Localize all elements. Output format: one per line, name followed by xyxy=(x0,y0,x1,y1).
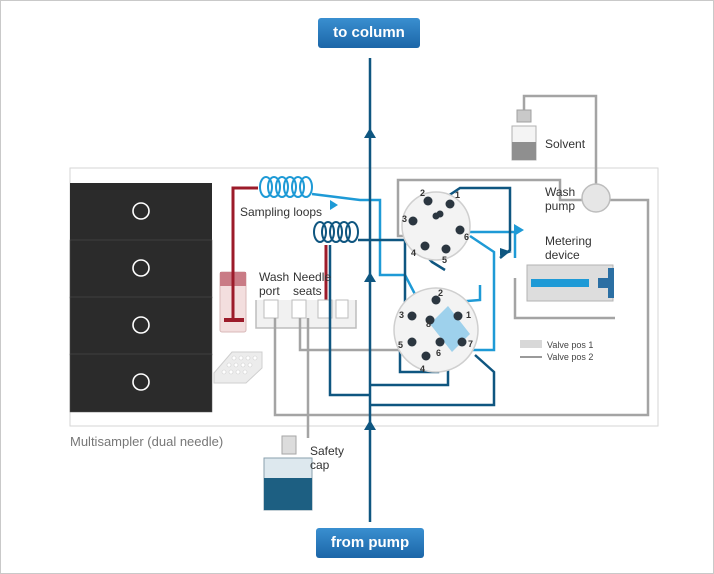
drawer-4-knob-icon xyxy=(132,373,150,391)
svg-text:6: 6 xyxy=(464,232,469,242)
wash-port-label-1: Wash xyxy=(259,270,289,284)
drawer-1-knob-icon xyxy=(132,202,150,220)
sampling-loop-2-icon xyxy=(313,221,359,243)
lower-valve[interactable]: 1 2 3 4 5 6 7 8 xyxy=(393,287,479,374)
safety-cap-label-1: Safety xyxy=(310,444,344,458)
metering-device-icon[interactable] xyxy=(526,264,614,302)
lower-port-8 xyxy=(425,315,435,325)
metering-device-label-2: device xyxy=(545,248,580,262)
lower-port-3 xyxy=(407,311,417,321)
lower-port-2 xyxy=(431,295,441,305)
svg-text:Valve pos 1: Valve pos 1 xyxy=(547,340,593,350)
svg-text:8: 8 xyxy=(426,319,431,329)
sample-drawers xyxy=(69,183,213,413)
upper-port-6 xyxy=(455,225,465,235)
svg-text:Valve pos 2: Valve pos 2 xyxy=(547,352,593,362)
metering-device-label-1: Metering xyxy=(545,234,592,248)
wash-pump-icon[interactable] xyxy=(581,183,611,213)
drawer-3[interactable] xyxy=(69,296,213,356)
lower-port-1 xyxy=(453,311,463,321)
upper-port-1 xyxy=(445,199,455,209)
solvent-bottle-icon xyxy=(511,109,537,161)
upper-port-4 xyxy=(420,241,430,251)
gray-lines xyxy=(273,94,650,438)
needle-line-1 xyxy=(231,186,258,195)
sampling-loop-1-icon xyxy=(259,176,313,198)
safety-cap-label-2: cap xyxy=(310,458,330,472)
wash-port-needle-seats xyxy=(255,299,357,329)
svg-text:5: 5 xyxy=(442,255,447,265)
svg-text:7: 7 xyxy=(468,339,473,349)
lower-port-6 xyxy=(435,337,445,347)
well-plate-icon xyxy=(213,351,263,384)
drawer-2[interactable] xyxy=(69,239,213,299)
needle-seats-label-2: seats xyxy=(293,284,322,298)
wash-pump-label-1: Wash xyxy=(545,185,575,199)
waste-bottle-icon xyxy=(263,435,313,511)
drawer-1[interactable] xyxy=(70,183,212,241)
legend-swatch-pos1 xyxy=(520,340,542,348)
lower-port-4 xyxy=(421,351,431,361)
solvent-label: Solvent xyxy=(545,137,586,151)
svg-text:4: 4 xyxy=(420,364,425,374)
svg-text:5: 5 xyxy=(398,340,403,350)
svg-text:2: 2 xyxy=(438,288,443,298)
sampling-loops-label: Sampling loops xyxy=(240,205,322,219)
upper-valve[interactable]: 1 2 3 4 5 6 xyxy=(401,188,471,265)
svg-text:1: 1 xyxy=(455,190,460,200)
wash-pump-label-2: pump xyxy=(545,199,575,213)
svg-text:4: 4 xyxy=(411,248,416,258)
upper-port-3 xyxy=(408,216,418,226)
upper-port-5 xyxy=(441,244,451,254)
lower-port-5 xyxy=(407,337,417,347)
lower-port-7 xyxy=(457,337,467,347)
drawer-3-knob-icon xyxy=(132,316,150,334)
upper-port-2 xyxy=(423,196,433,206)
from-pump-button[interactable]: from pump xyxy=(316,528,424,558)
svg-text:3: 3 xyxy=(402,214,407,224)
svg-text:1: 1 xyxy=(466,310,471,320)
wash-port-label-2: port xyxy=(259,284,280,298)
svg-text:2: 2 xyxy=(420,188,425,198)
svg-text:3: 3 xyxy=(399,310,404,320)
flow-arrows xyxy=(330,128,524,430)
drawer-2-knob-icon xyxy=(132,259,150,277)
legend: Valve pos 1 Valve pos 2 xyxy=(520,340,593,362)
sample-vial-icon xyxy=(219,190,247,333)
svg-text:6: 6 xyxy=(436,348,441,358)
to-column-button[interactable]: to column xyxy=(318,18,420,48)
multisampler-caption: Multisampler (dual needle) xyxy=(70,434,223,449)
drawer-4[interactable] xyxy=(69,353,213,413)
needle-seats-label-1: Needle xyxy=(293,270,331,284)
